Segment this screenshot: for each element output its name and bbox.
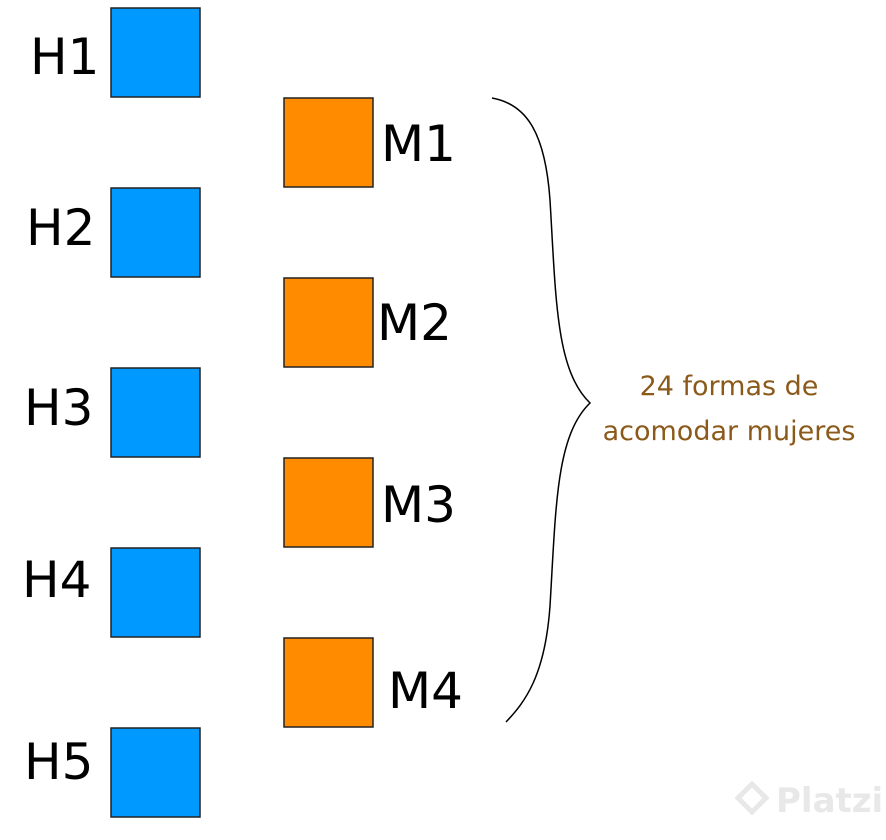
men-square — [110, 727, 201, 818]
annotation-line-2: acomodar mujeres — [603, 416, 856, 447]
annotation: 24 formas de acomodar mujeres — [603, 371, 856, 447]
women-item-m1: M1 — [283, 97, 456, 188]
women-label: M1 — [381, 115, 456, 173]
men-label: H2 — [26, 199, 95, 257]
men-item-h3: H3 — [24, 367, 201, 458]
watermark-text: Platzi — [776, 781, 883, 821]
women-item-m4: M4 — [283, 637, 463, 728]
men-item-h2: H2 — [26, 187, 201, 278]
men-label: H5 — [24, 733, 93, 791]
women-square — [283, 637, 374, 728]
women-column: M1 M2 M3 M4 — [283, 97, 463, 728]
women-label: M2 — [377, 294, 452, 352]
men-item-h4: H4 — [22, 547, 201, 638]
men-label: H3 — [24, 379, 93, 437]
men-item-h5: H5 — [24, 727, 201, 818]
women-square — [283, 457, 374, 548]
women-label: M3 — [381, 476, 456, 534]
platzi-logo-icon — [734, 780, 770, 816]
women-item-m3: M3 — [283, 457, 456, 548]
men-square — [110, 547, 201, 638]
men-square — [110, 187, 201, 278]
men-label: H1 — [30, 28, 99, 86]
men-square — [110, 367, 201, 458]
men-column: H1 H2 H3 H4 H5 — [22, 7, 201, 818]
women-label: M4 — [388, 662, 463, 720]
men-label: H4 — [22, 551, 91, 609]
men-item-h1: H1 — [30, 7, 201, 98]
women-square — [283, 97, 374, 188]
women-square — [283, 277, 374, 368]
women-item-m2: M2 — [283, 277, 452, 368]
watermark: Platzi — [734, 780, 883, 821]
curly-brace-icon — [491, 97, 592, 723]
men-square — [110, 7, 201, 98]
annotation-line-1: 24 formas de — [640, 371, 819, 402]
